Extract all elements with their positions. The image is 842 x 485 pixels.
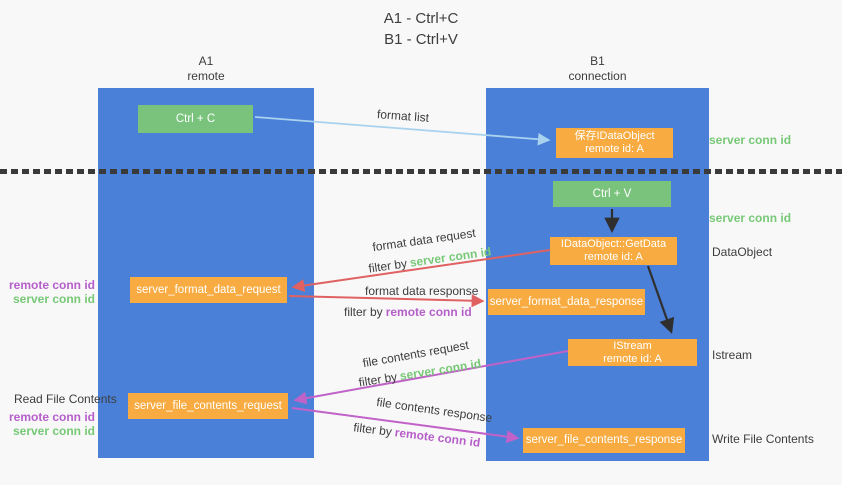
format-data-request-arrow <box>291 249 551 292</box>
title-line-1: A1 - Ctrl+C <box>383 10 459 27</box>
file-contents-response-arrow <box>291 407 520 444</box>
server-file-contents-response-label: server_file_contents_response <box>525 434 683 446</box>
server-format-data-response-node: server_format_data_response <box>488 289 645 315</box>
server-format-data-request-node: server_format_data_request <box>130 277 287 303</box>
server-format-data-request-label: server_format_data_request <box>136 283 281 296</box>
istream-line2: remote id: A <box>603 352 662 365</box>
istream-node: IStream remote id: A <box>568 339 697 366</box>
server-conn-id-left-format: server conn id <box>12 292 95 306</box>
format-data-response-label: format data response <box>365 284 479 298</box>
right-column-header: B1 connection <box>486 54 709 84</box>
format-list-arrow <box>254 116 551 146</box>
read-file-contents-label: Read File Contents <box>14 392 117 406</box>
format-data-response-arrow <box>288 294 485 308</box>
server-format-data-response-label: server_format_data_response <box>489 295 644 308</box>
getdata-node: IDataObject::GetData remote id: A <box>550 237 677 265</box>
server-file-contents-response-node: server_file_contents_response <box>523 428 685 453</box>
title-line-2: B1 - Ctrl+V <box>384 31 458 48</box>
file-contents-request-arrow <box>293 350 569 405</box>
diagram-title: A1 - Ctrl+C B1 - Ctrl+V <box>0 8 842 50</box>
filter-by-text: filter by <box>344 305 383 319</box>
istream-line1: IStream <box>613 339 652 352</box>
istream-side-label: Istream <box>712 348 753 362</box>
save-dataobject-line1: 保存IDataObject <box>574 130 655 142</box>
server-conn-id-left-file: server conn id <box>12 424 95 438</box>
left-column-name: A1 <box>198 54 214 68</box>
session-divider-dotted-line <box>0 169 842 174</box>
remote-conn-id-left-format: remote conn id <box>8 278 95 292</box>
right-column-name: B1 <box>590 54 605 68</box>
remote-conn-id-text: remote conn id <box>385 305 472 319</box>
left-column-header: A1 remote <box>98 54 314 84</box>
ctrl-c-node: Ctrl + C <box>138 105 253 133</box>
remote-conn-id-left-file: remote conn id <box>8 410 95 424</box>
left-conn-id-stack-file: remote conn id server conn id <box>2 410 95 438</box>
dataobject-label: DataObject <box>712 245 773 259</box>
server-conn-id-right-top: server conn id <box>709 133 792 147</box>
write-file-contents-label: Write File Contents <box>712 432 814 446</box>
ctrl-v-node: Ctrl + V <box>553 181 671 207</box>
server-file-contents-request-label: server_file_contents_request <box>134 399 282 412</box>
left-conn-id-stack-format: remote conn id server conn id <box>2 278 95 306</box>
server-file-contents-request-node: server_file_contents_request <box>128 393 288 419</box>
right-column-subtitle: connection <box>568 69 627 83</box>
save-dataobject-line2: remote id: A <box>585 143 644 155</box>
getdata-line1: IDataObject::GetData <box>560 238 667 250</box>
left-column-subtitle: remote <box>187 69 225 83</box>
getdata-to-istream-arrow <box>646 265 675 334</box>
getdata-line2: remote id: A <box>584 251 643 263</box>
server-conn-id-right-mid: server conn id <box>709 211 792 225</box>
save-dataobject-node: 保存IDataObject remote id: A <box>556 128 673 158</box>
ctrl-v-label: Ctrl + V <box>592 187 632 200</box>
ctrl-c-label: Ctrl + C <box>175 112 216 125</box>
